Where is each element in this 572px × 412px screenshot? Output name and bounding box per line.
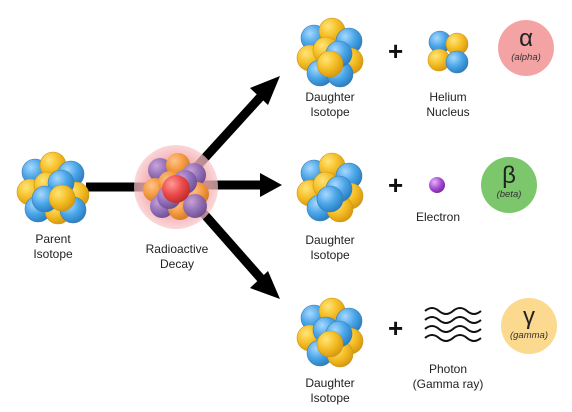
- beta-badge: β (beta): [481, 157, 537, 213]
- decay-symbol: β: [502, 162, 516, 189]
- daughter-isotope-label: Daughter Isotope: [305, 90, 355, 119]
- daughter-isotope-label: Daughter Isotope: [305, 376, 355, 405]
- alpha-badge: α (alpha): [498, 20, 554, 76]
- plus-operator: +: [388, 170, 404, 200]
- decay-name: (alpha): [511, 52, 541, 63]
- decay-name: (beta): [496, 189, 522, 200]
- arrow-mid-head: [260, 173, 282, 197]
- daughter-nucleus-alpha: [296, 17, 364, 88]
- product-label: Electron: [415, 210, 461, 224]
- radioactive-decay-label: Radioactive Decay: [145, 242, 209, 271]
- decaying-nucleus: [134, 145, 218, 229]
- parent-isotope-nucleus: [16, 151, 90, 225]
- parent-isotope-label: Parent Isotope: [33, 232, 73, 261]
- daughter-nucleus-beta: [296, 152, 364, 223]
- product-label: Helium Nucleus: [426, 90, 470, 119]
- arrow-down-head: [250, 271, 280, 299]
- plus-operator: +: [388, 36, 404, 66]
- helium-nucleus-icon: [427, 30, 469, 74]
- daughter-nucleus-gamma: [296, 297, 364, 368]
- electron-icon: [429, 177, 445, 193]
- wavy-lines-icon: [424, 307, 482, 342]
- decay-symbol: α: [519, 25, 533, 52]
- plus-operator: +: [388, 313, 404, 343]
- arrow-up-head: [250, 76, 280, 105]
- decay-symbol: γ: [523, 303, 535, 330]
- daughter-isotope-label: Daughter Isotope: [305, 233, 355, 262]
- decay-core: [162, 175, 190, 203]
- gamma-badge: γ (gamma): [501, 298, 557, 354]
- product-label: Photon (Gamma ray): [412, 362, 484, 391]
- decay-name: (gamma): [509, 330, 548, 341]
